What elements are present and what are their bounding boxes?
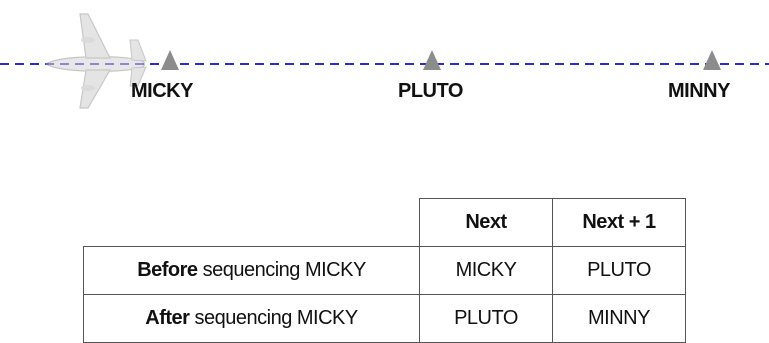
airplane-icon [44, 13, 147, 109]
cell-before-next-plus-1: PLUTO [552, 246, 686, 295]
waypoint-label-pluto: PLUTO [398, 80, 463, 102]
waypoint-marker-micky [161, 50, 179, 70]
row-label-after-rest: sequencing MICKY [189, 307, 359, 329]
row-label-after-bold: After [145, 307, 190, 329]
waypoint-marker-pluto [423, 50, 441, 70]
waypoint-label-minny: MINNY [668, 80, 730, 102]
row-label-after: After sequencing MICKY [83, 294, 420, 343]
table-row-before: Before sequencing MICKY MICKY PLUTO [83, 246, 686, 295]
cell-after-next: PLUTO [419, 294, 553, 343]
table-header-row: Next Next + 1 [83, 198, 686, 247]
table-corner-cell [83, 198, 420, 247]
row-label-before-bold: Before [137, 259, 198, 281]
header-next: Next [419, 198, 553, 247]
waypoint-marker-minny [703, 50, 721, 70]
table-row-after: After sequencing MICKY PLUTO MINNY [83, 294, 686, 343]
route-map [0, 13, 769, 109]
cell-after-next-plus-1: MINNY [552, 294, 686, 343]
row-label-before: Before sequencing MICKY [83, 246, 420, 295]
header-next-plus-1: Next + 1 [552, 198, 686, 247]
sequencing-table: Next Next + 1 Before sequencing MICKY MI… [83, 198, 686, 343]
row-label-before-rest: sequencing MICKY [197, 259, 367, 281]
waypoint-label-micky: MICKY [131, 80, 193, 102]
cell-before-next: MICKY [419, 246, 553, 295]
